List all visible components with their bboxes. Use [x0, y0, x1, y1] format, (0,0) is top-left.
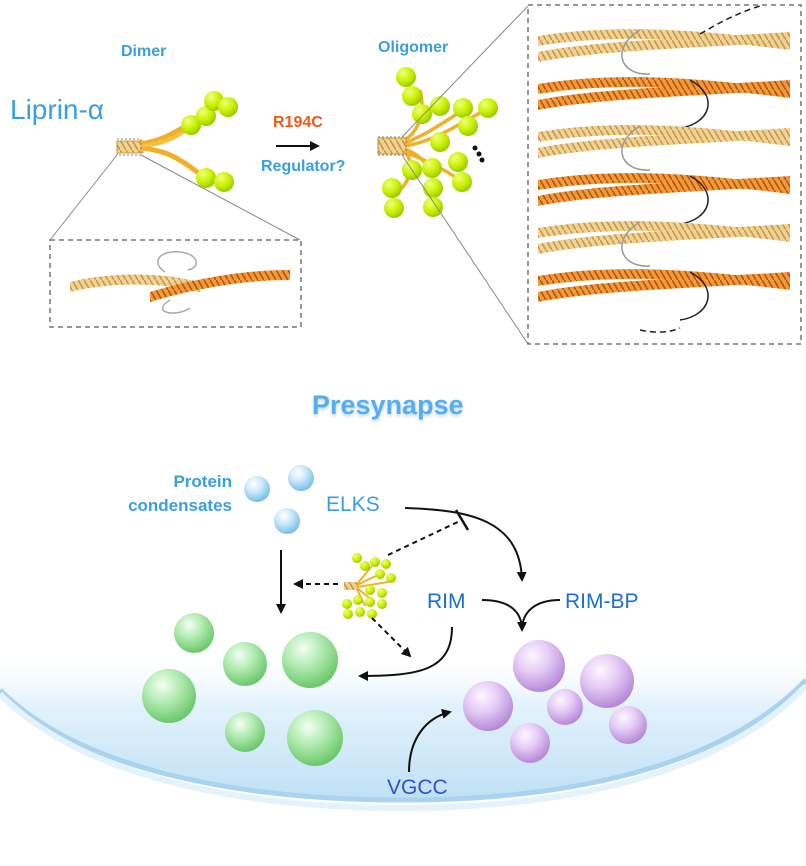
coil-strand: [538, 173, 790, 194]
coil-strand: [538, 125, 790, 146]
vgcc-label: VGCC: [387, 776, 448, 799]
oligomer-coiled-coil-inset: [527, 4, 802, 345]
purple-condensates: [463, 640, 647, 763]
oligomer-beads: [382, 67, 498, 218]
liprin-label: Liprin-α: [10, 94, 104, 125]
coil-strand: [538, 80, 790, 110]
rim-bp-label: RIM-BP: [565, 590, 639, 613]
protein-condensates-label: Protein condensates: [120, 470, 232, 518]
linker-loop: [621, 29, 651, 75]
coil-strand: [538, 29, 790, 50]
linker-loop: [621, 221, 651, 267]
regulator-label: Regulator?: [261, 158, 346, 175]
rim-label: RIM: [427, 590, 466, 613]
stacked-coils: [538, 5, 790, 333]
protein-condensate-droplets: [244, 465, 314, 534]
ellipsis-dots: [472, 145, 485, 163]
coil-strand: [538, 77, 790, 98]
mutation-label: R194C: [273, 114, 323, 131]
coil-strand: [538, 176, 790, 206]
coil-strand: [538, 224, 790, 254]
linker-loop: [679, 79, 709, 129]
green-condensates: [142, 613, 343, 766]
protein-condensates-line1: Protein: [173, 472, 232, 491]
coil-strand: [538, 269, 790, 290]
linker-loop: [621, 125, 651, 171]
oligomer-label: Oligomer: [378, 39, 449, 56]
continuation-dashes: [639, 327, 681, 333]
coil-strand: [538, 221, 790, 242]
dimer-molecule: [49, 91, 301, 241]
coil-strand: [538, 32, 790, 62]
oligomer-molecule: [377, 5, 529, 345]
linker-loop: [679, 175, 709, 225]
dimer-label: Dimer: [121, 43, 167, 60]
presynapse-title: Presynapse: [312, 390, 464, 420]
dimer-beads: [181, 91, 238, 192]
liprin-oligomer-small: [342, 553, 396, 619]
protein-condensates-line2: condensates: [128, 496, 232, 515]
pathway-arrows: [276, 507, 561, 773]
elks-label: ELKS: [326, 493, 380, 516]
continuation-dashes: [699, 5, 761, 35]
coil-strand: [538, 272, 790, 302]
dimer-coiled-coil-inset: [49, 239, 302, 328]
linker-loop: [679, 271, 709, 321]
coil-strand: [538, 128, 790, 158]
